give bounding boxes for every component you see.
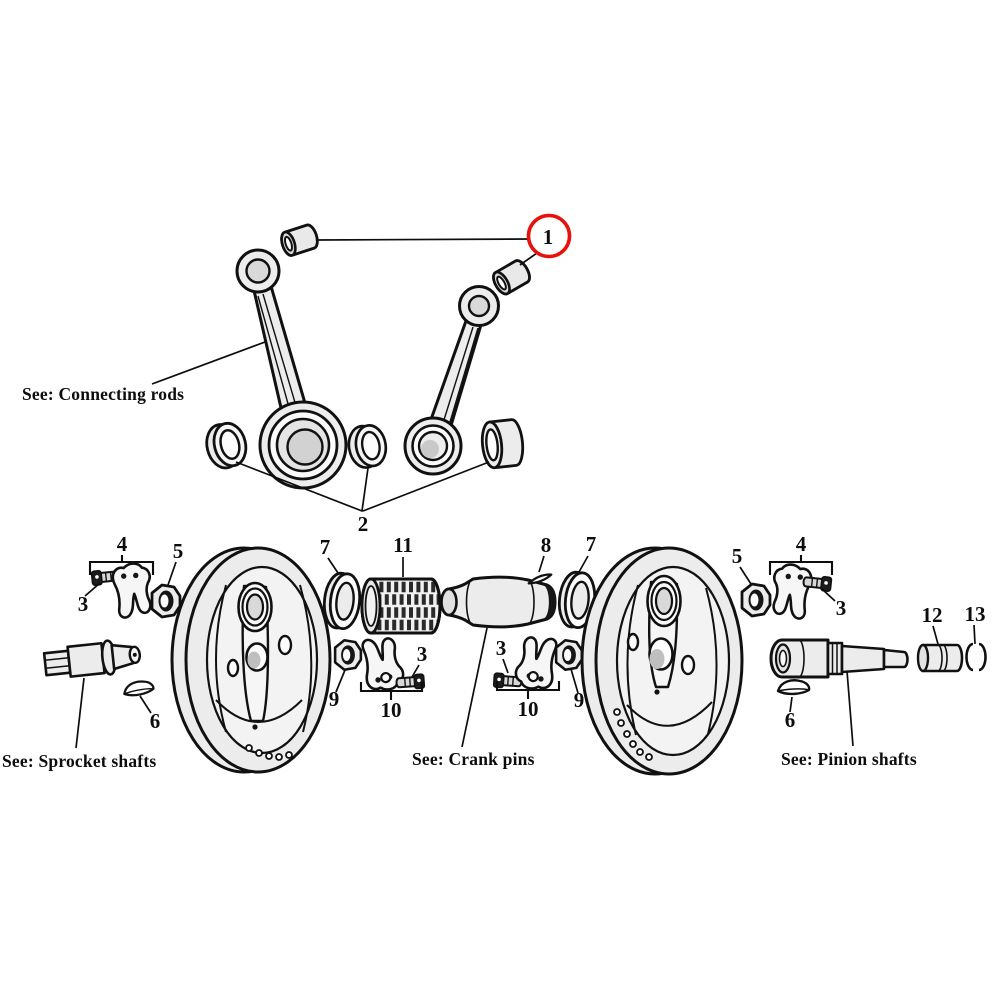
leader-8 [538,555,545,573]
leader-13 [973,624,976,645]
leader-6-left [139,695,152,714]
balance-holes-left [245,744,293,761]
see-crank-pins-label: See: Crank pins [412,749,535,769]
callout-10-right: 10 [518,697,539,721]
see-sprocket-shafts-label: See: Sprocket shafts [2,751,156,771]
crank-pin [440,575,557,629]
flywheel-left [170,546,332,774]
pinion-shaft-nut [740,582,772,618]
lock-plate-mid-left [358,633,407,695]
crank-pin-nut-right [554,638,584,672]
leader-line-2b [362,461,490,512]
woodruff-key-left [121,678,156,698]
callout-4-left: 4 [117,532,128,556]
callout-13: 13 [965,602,986,626]
see-pinion-shafts-label: See: Pinion shafts [781,749,917,769]
callout-6-left: 6 [150,709,161,733]
callout-3-mid-left: 3 [417,642,428,666]
callout-6-right: 6 [785,708,796,732]
sprocket-shaft-nut [150,583,182,619]
callout-4-right: 4 [796,532,807,556]
leader-5-right [739,566,752,585]
callout-7-right: 7 [586,532,597,556]
callout-9-right: 9 [574,688,585,712]
crank-pin-key [527,573,553,585]
leader-line-1a [316,238,530,241]
callout-1: 1 [543,225,554,249]
rod-race-left [200,418,252,473]
rod-race-right [480,418,525,470]
lock-plate-right [767,561,815,621]
connecting-rod-right [403,285,500,476]
pinion-shaft [769,638,909,679]
callout-8: 8 [541,533,552,557]
leader-line-2a [235,461,369,513]
wrist-pin-bushing-right [488,256,535,298]
crank-pin-nut-left [333,638,363,672]
leader-see-crank-pins [461,627,488,748]
callout-7-left: 7 [320,535,331,559]
leader-see-connecting-rods [151,341,266,385]
leader-7-left [327,557,339,574]
leader-line-1b [519,252,538,266]
balance-holes-right [613,708,653,761]
wrist-pin-bushing-left [277,221,322,259]
callout-11: 11 [393,533,413,557]
leader-7-right [578,555,589,573]
sprocket-shaft [42,639,142,678]
callout-3-left: 3 [78,592,89,616]
thrust-washer-left [320,570,364,632]
callout-9-left: 9 [329,687,340,711]
see-connecting-rods-label: See: Connecting rods [22,384,184,404]
flywheel-right [580,546,744,776]
lock-plate-left [109,560,157,620]
callout-10-left: 10 [381,698,402,722]
woodruff-key-right [776,679,811,696]
leader-6-right [789,696,793,713]
highlight-circle [526,213,572,259]
callout-2: 2 [358,512,369,536]
callout-3-right: 3 [836,596,847,620]
leader-3-mid-left [411,664,420,678]
leader-12 [932,625,939,645]
rod-race-middle [344,421,391,472]
leader-3-right [821,588,836,602]
leader-3-mid-right [502,658,509,674]
connecting-rod-left [235,248,348,490]
leader-9-left [335,669,346,693]
callout-12: 12 [922,603,943,627]
roller-bearing [360,577,442,635]
lock-plate-mid-right [512,632,561,694]
callout-5-left: 5 [173,539,184,563]
callout-5-right: 5 [732,544,743,568]
leader-5-left [167,561,177,586]
pinion-gear-spacer [916,643,964,673]
leader-3-left [84,582,101,597]
leader-see-sprocket [75,677,85,749]
leader-see-pinion [846,670,854,747]
retaining-ring [965,642,987,672]
callout-3-mid-right: 3 [496,636,507,660]
leader-9-right [570,668,579,694]
